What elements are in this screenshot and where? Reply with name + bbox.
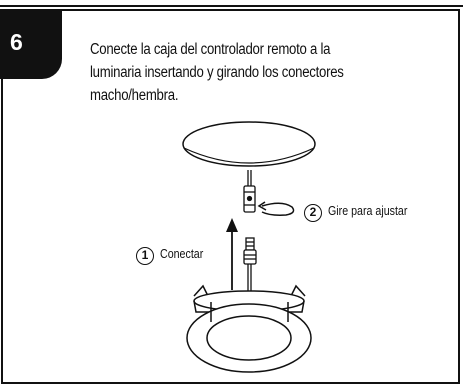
instruction-line-1: Conecte la caja del controlador remoto a…: [90, 41, 331, 58]
step-badge: 6: [0, 9, 62, 79]
upper-cable: [247, 170, 252, 186]
instruction-line-3: macho/hembra.: [90, 87, 179, 104]
callout-marker-1: 1: [136, 247, 154, 265]
callout-marker-2: 2: [304, 204, 322, 222]
step-number: 6: [10, 29, 23, 55]
remote-controller-box: [182, 121, 316, 167]
instruction-line-2: luminaria insertando y girando los conec…: [90, 64, 344, 81]
male-connector: [243, 237, 257, 265]
recessed-luminaire: [186, 284, 312, 373]
insert-arrow: [226, 218, 238, 290]
callout-label-rotate: Gire para ajustar: [328, 203, 408, 218]
rotate-arrow: [257, 201, 295, 216]
top-rule: [0, 0, 463, 7]
step-panel: [1, 9, 460, 384]
instruction-text: Conecte la caja del controlador remoto a…: [90, 38, 396, 107]
female-connector: [243, 185, 256, 213]
callout-label-connect: Conectar: [160, 246, 204, 261]
